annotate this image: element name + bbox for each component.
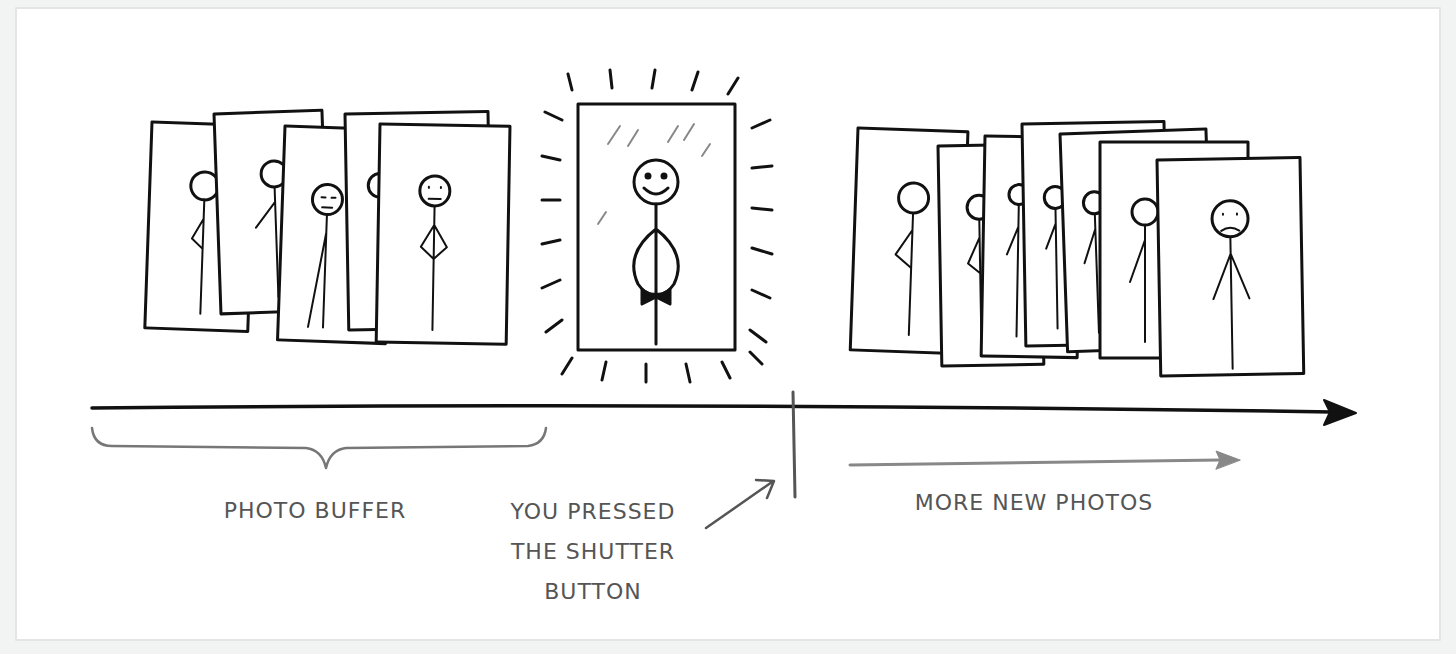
future-arrowhead	[1216, 451, 1240, 469]
stick-body	[308, 197, 336, 328]
stick-body	[1130, 225, 1145, 342]
photo	[1157, 158, 1304, 376]
photo-frame	[578, 104, 735, 350]
highlight-rays	[542, 70, 772, 382]
stick-head	[634, 160, 678, 204]
callout-label: PHOTO BUFFER	[224, 498, 407, 523]
stick-body	[1006, 204, 1019, 336]
stick-head	[312, 184, 343, 215]
glare-marks	[598, 124, 710, 224]
callout-label: YOU PRESSED THE SHUTTER BUTTON	[486, 492, 701, 612]
bow-tie	[642, 290, 670, 304]
stick-head	[898, 182, 929, 213]
stick-body	[189, 199, 204, 313]
callout-label: MORE NEW PHOTOS	[915, 490, 1153, 515]
timeline-arrowhead	[1324, 400, 1356, 425]
photo	[376, 124, 510, 344]
stick-body	[634, 188, 679, 344]
stick-body	[967, 219, 981, 345]
photo-frame	[376, 124, 510, 344]
stick-body	[1212, 213, 1251, 369]
stick-eye	[662, 174, 666, 178]
stick-eye	[646, 174, 650, 178]
stick-head	[1212, 200, 1249, 237]
leader-arrow	[706, 480, 774, 528]
buffer-brace	[92, 428, 546, 468]
stick-head	[420, 176, 451, 207]
stick-body	[893, 212, 913, 334]
future-arrow	[850, 460, 1220, 465]
stick-head	[1132, 199, 1158, 225]
stick-body	[1045, 208, 1057, 328]
stick-body	[1083, 214, 1099, 333]
panel	[16, 8, 1440, 640]
photo-frame	[1157, 158, 1304, 376]
shutter-tick	[793, 392, 795, 497]
stick-body	[419, 187, 447, 330]
stick-body	[255, 187, 279, 298]
timeline	[92, 406, 1332, 412]
photo-selected	[578, 104, 735, 350]
